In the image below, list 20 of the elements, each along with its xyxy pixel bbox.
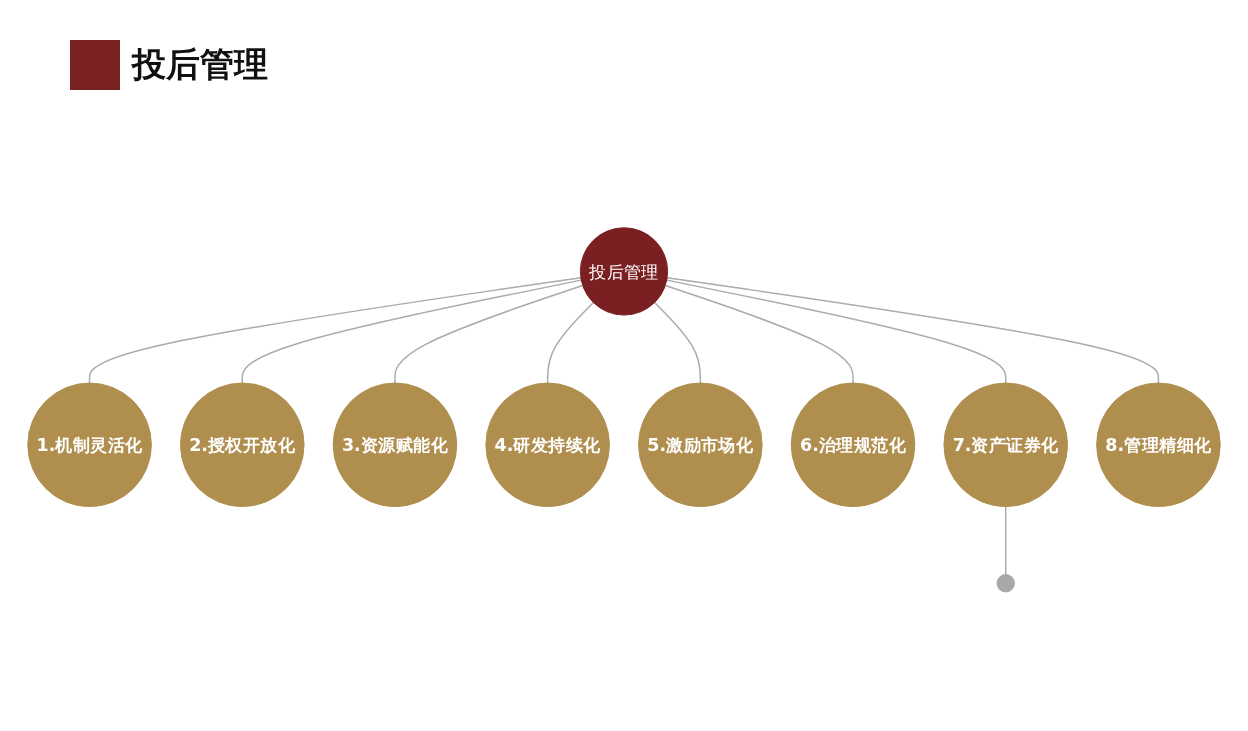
node-circle: 2.授权开放化	[180, 382, 305, 508]
connector	[88, 277, 582, 384]
node-circle: 5.激励市场化	[638, 382, 763, 508]
node-circle: 7.资产证券化	[943, 382, 1068, 508]
node-circle: 1.机制灵活化	[27, 382, 152, 508]
connector	[546, 301, 595, 384]
node-circle: 4.研发持续化	[485, 382, 610, 508]
node-circle: 投后管理	[579, 227, 669, 316]
node-circle: 3.资源赋能化	[332, 382, 458, 508]
connector	[666, 277, 1160, 384]
connector	[666, 279, 1007, 384]
node-circle: 6.治理规范化	[790, 382, 916, 508]
title: 投后管理	[132, 43, 268, 86]
connector	[653, 301, 702, 384]
connector	[241, 279, 582, 384]
node-circle	[996, 574, 1015, 593]
node-circle: 8.管理精细化	[1096, 382, 1221, 508]
connector	[394, 284, 584, 384]
connector	[664, 284, 854, 384]
connector	[1005, 505, 1007, 576]
